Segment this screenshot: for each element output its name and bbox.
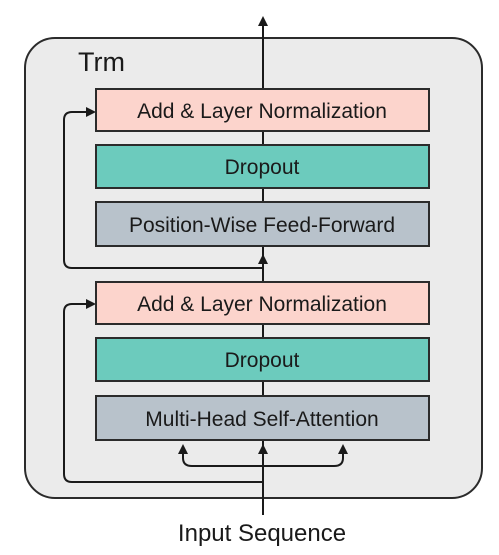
lower-dropout-block: Dropout <box>95 337 430 382</box>
residual-connection-lower <box>63 299 263 483</box>
attention-input-arc-right <box>263 444 348 467</box>
lower-norm-block: Add & Layer Normalization <box>95 281 430 325</box>
residual-connection-upper <box>63 107 263 269</box>
lower-norm-label: Add & Layer Normalization <box>137 293 387 316</box>
feed-forward-block: Position-Wise Feed-Forward <box>95 201 430 247</box>
trm-label: Trm <box>78 47 125 77</box>
input-sequence-label: Input Sequence <box>178 520 346 547</box>
lower-dropout-label: Dropout <box>225 349 300 372</box>
upper-dropout-block: Dropout <box>95 144 430 189</box>
upper-dropout-label: Dropout <box>225 156 300 179</box>
attention-input-arc-left <box>178 444 263 467</box>
self-attention-block: Multi-Head Self-Attention <box>95 395 430 441</box>
self-attention-label: Multi-Head Self-Attention <box>145 408 378 431</box>
upper-norm-label: Add & Layer Normalization <box>137 100 387 123</box>
upper-norm-block: Add & Layer Normalization <box>95 88 430 132</box>
feed-forward-label: Position-Wise Feed-Forward <box>129 214 395 237</box>
